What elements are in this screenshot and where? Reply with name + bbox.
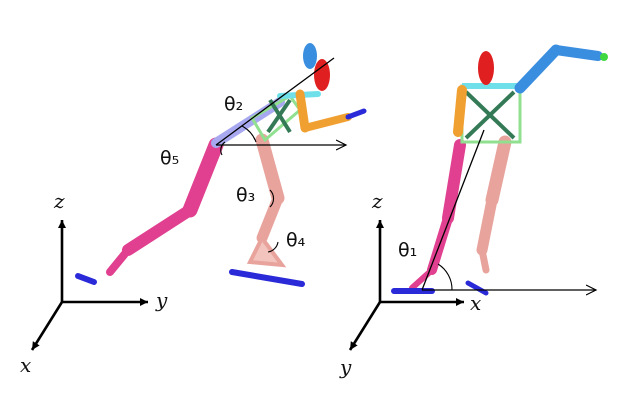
theta5-arc bbox=[220, 141, 226, 156]
left-coordinate-axes: z y x bbox=[20, 189, 168, 377]
right-body-reference-line bbox=[421, 129, 485, 291]
right-skater-torso bbox=[460, 83, 522, 144]
right-coordinate-axes: z x y bbox=[339, 189, 481, 379]
theta5-label: θ₅ bbox=[160, 147, 179, 169]
theta1-arc bbox=[437, 263, 453, 291]
left-skater-front-skate bbox=[229, 269, 305, 287]
theta3-label: θ₃ bbox=[236, 184, 255, 206]
right-skater-skate-rear bbox=[465, 280, 489, 296]
right-z-axis-label: z bbox=[371, 189, 383, 213]
left-y-axis-label: y bbox=[155, 288, 168, 312]
right-x-axis-label: x bbox=[470, 291, 481, 315]
left-skater-front-leg bbox=[246, 133, 287, 268]
right-skater-orange-arm bbox=[453, 85, 467, 137]
left-trunk-reference-line bbox=[215, 57, 335, 146]
left-skater-back-leg bbox=[106, 137, 224, 276]
left-z-axis-label: z bbox=[53, 189, 65, 213]
right-skater-figure: θ₁ z x y bbox=[339, 44, 608, 379]
theta3-arc bbox=[269, 189, 275, 208]
theta1-label: θ₁ bbox=[398, 239, 417, 261]
right-skater-head bbox=[478, 51, 494, 85]
theta4-arc bbox=[267, 241, 279, 253]
theta2-label: θ₂ bbox=[224, 93, 243, 115]
theta4-label: θ₄ bbox=[286, 229, 306, 251]
left-x-axis-label: x bbox=[20, 353, 31, 377]
right-skater-blue-arm bbox=[514, 44, 608, 94]
left-skater-back-skate bbox=[75, 273, 97, 285]
right-y-axis-label: y bbox=[339, 355, 352, 379]
left-skater-arm bbox=[295, 89, 367, 133]
right-skater-front-leg bbox=[476, 135, 512, 274]
right-skater-back-leg bbox=[409, 139, 466, 291]
theta2-arc bbox=[241, 125, 257, 143]
left-skater-head bbox=[314, 59, 330, 91]
left-skater-figure: θ₂ θ₅ θ₃ θ₄ z y x bbox=[20, 43, 367, 377]
left-skater-helmet bbox=[303, 43, 317, 69]
